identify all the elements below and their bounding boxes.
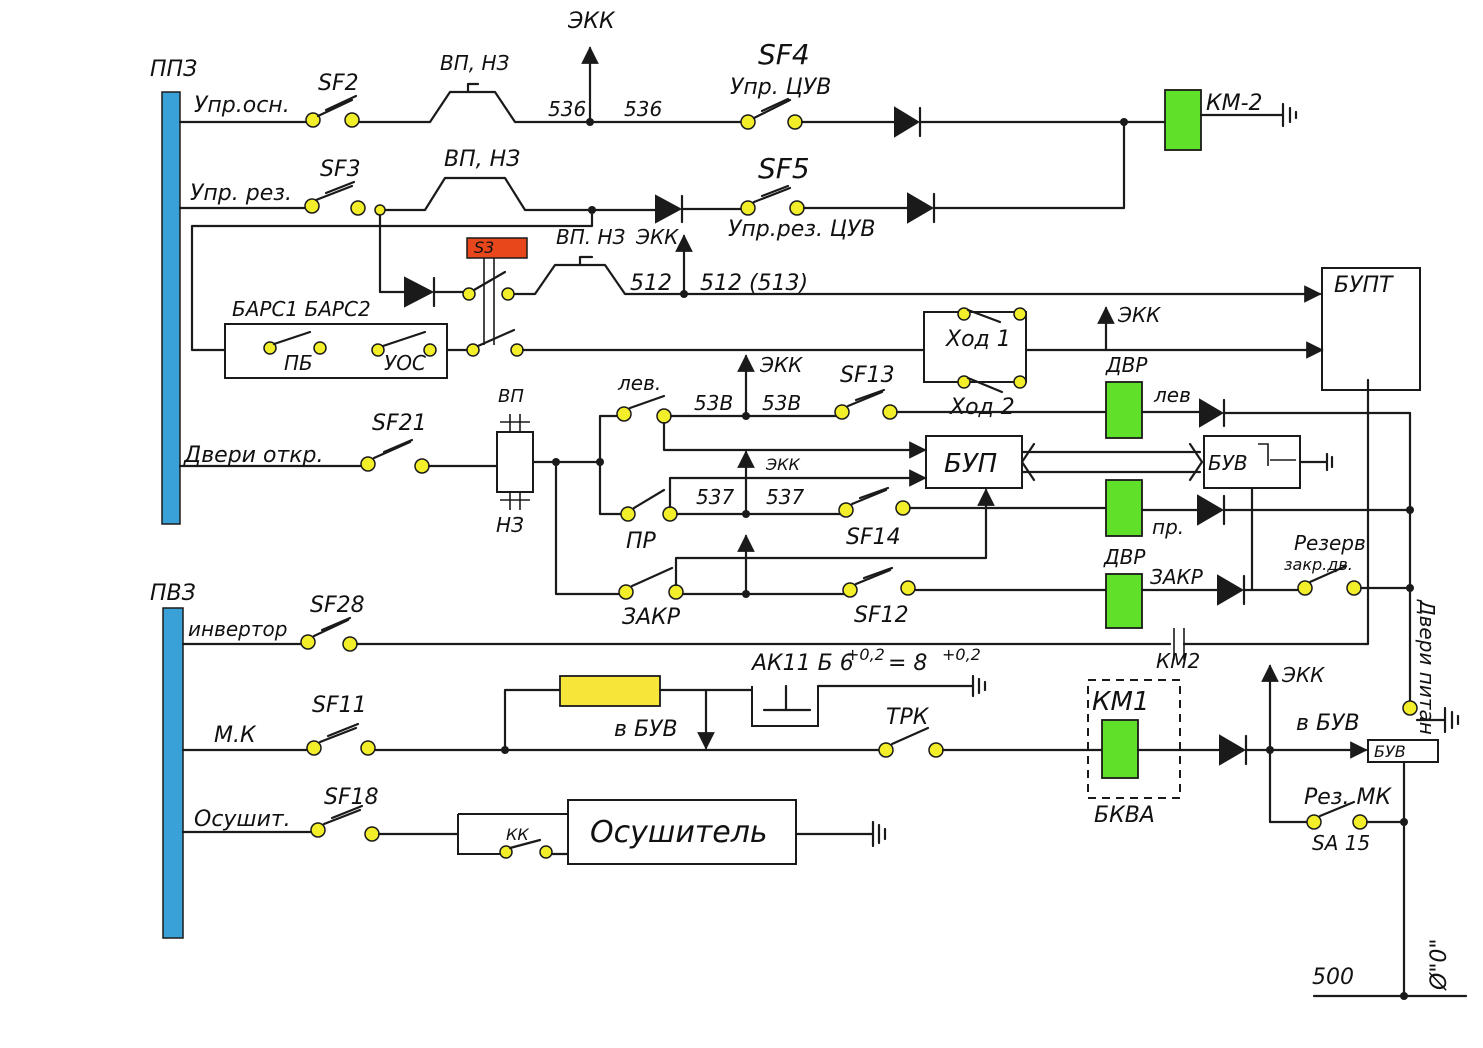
label-sf4: SF4 — [758, 38, 810, 71]
label-v-buv-2: в БУВ — [1296, 711, 1360, 736]
label-ekk-5: ЭКК — [765, 455, 801, 474]
row-osushit — [181, 799, 887, 865]
label-536b: 536 — [624, 97, 662, 121]
label-ak11: АК11 Б 6 — [750, 651, 854, 676]
label-dvr-1: ДВР — [1105, 353, 1148, 377]
label-bup: БУП — [944, 449, 997, 479]
label-512-513: 512 (513) — [700, 271, 808, 296]
label-vp-nz-3: ВП. НЗ — [556, 225, 626, 249]
label-buv-1: БУВ — [1208, 451, 1248, 475]
label-nz: НЗ — [496, 513, 524, 537]
label-pr-d: пр. — [1152, 515, 1184, 539]
label-lev-d: лев — [1153, 383, 1191, 407]
row-invertor — [181, 378, 1370, 660]
row-mk — [181, 664, 1439, 824]
label-km2: КМ-2 — [1206, 91, 1263, 116]
label-ak11-sup1: +0,2 — [846, 645, 885, 664]
label-dvr-2: ДВР — [1103, 545, 1146, 569]
label-ekk-3: ЭКК — [1117, 303, 1161, 327]
label-mk: М.К — [214, 723, 257, 748]
label-ppz: ППЗ — [150, 57, 197, 82]
row-upr-rez — [178, 120, 1126, 352]
label-uos: УОС — [384, 351, 426, 375]
label-kk: КК — [506, 825, 529, 844]
label-dveri-otkr: Двери откр. — [183, 443, 323, 468]
row-rez-mk — [1306, 800, 1468, 1000]
label-pb: ПБ — [284, 351, 313, 375]
label-zakr-d: ЗАКР — [1150, 565, 1204, 589]
label-sf14: SF14 — [846, 525, 901, 550]
label-ekk-4: ЭКК — [759, 353, 803, 377]
label-ekk-6: ЭКК — [1281, 663, 1325, 687]
label-bkva: БКВА — [1094, 803, 1155, 828]
label-53v-a: 53В — [694, 391, 733, 415]
label-upr-rez-cuv: Упр.рез. ЦУВ — [728, 217, 876, 242]
label-ak11-sup2: +0,2 — [942, 645, 981, 664]
label-sf11: SF11 — [312, 693, 367, 718]
label-hod1: Ход 1 — [945, 327, 1011, 352]
label-invertor: инвертор — [188, 617, 287, 641]
label-vp-nz-1: ВП, НЗ — [440, 51, 510, 75]
label-bars: БАРС1 БАРС2 — [232, 297, 371, 321]
label-dveri-pitan: Двери питан — [1415, 599, 1439, 735]
label-upr-osn: Упр.осн. — [194, 93, 290, 118]
label-s3: S3 — [474, 238, 494, 257]
label-v-buv-1: в БУВ — [614, 717, 678, 742]
label-537-a: 537 — [696, 485, 734, 509]
label-vp-nz-2: ВП, НЗ — [444, 147, 520, 172]
label-pr-sw: ПР — [626, 529, 657, 554]
label-buv-2: БУВ — [1374, 742, 1406, 761]
label-ekk-2: ЭКК — [635, 225, 679, 249]
s3-relay — [466, 237, 528, 259]
bupt-block — [1321, 267, 1421, 391]
label-rezerv: Резерв — [1294, 531, 1366, 555]
label-sf28: SF28 — [310, 593, 365, 618]
label-sf18: SF18 — [324, 785, 379, 810]
label-zakr-sw: ЗАКР — [622, 605, 681, 630]
label-trk: ТРК — [886, 705, 930, 730]
label-sa15: SA 15 — [1312, 831, 1370, 855]
yellow-resistor — [559, 675, 661, 707]
label-lev-sw: лев. — [617, 371, 661, 395]
label-hod2: Ход 2 — [949, 395, 1015, 420]
label-sf5: SF5 — [758, 152, 810, 185]
label-500: 500 — [1312, 965, 1354, 990]
label-512: 512 — [630, 271, 672, 296]
label-ekk-top: ЭКК — [567, 9, 616, 34]
label-536a: 536 — [548, 97, 586, 121]
label-zero: Ø"0" — [1427, 938, 1452, 991]
label-pvz: ПВЗ — [150, 581, 196, 606]
row-512 — [404, 234, 1322, 345]
row-bars — [224, 306, 1324, 394]
label-537-b: 537 — [766, 485, 804, 509]
label-sf21: SF21 — [372, 411, 427, 436]
bkva-dashed-box — [1087, 679, 1181, 799]
label-bupt: БУПТ — [1334, 273, 1394, 298]
label-rez-mk: Рез. МК — [1304, 785, 1392, 810]
row-dveri — [178, 354, 1460, 734]
ppz-bus-bar — [161, 91, 181, 525]
pvz-bus-bar — [162, 607, 184, 939]
label-km2-contact: КМ2 — [1156, 649, 1200, 673]
label-sf3: SF3 — [320, 157, 361, 182]
label-osushit: Осушит. — [194, 807, 291, 832]
label-upr-cuv: Упр. ЦУВ — [730, 75, 831, 100]
label-vp: ВП — [498, 386, 524, 407]
label-sf12: SF12 — [854, 603, 909, 628]
label-53v-b: 53В — [762, 391, 801, 415]
row-upr-osn — [178, 46, 1298, 151]
label-sf13: SF13 — [840, 363, 895, 388]
label-ak11-mid: = 8 — [888, 651, 927, 676]
label-osushitel: Осушитель — [590, 815, 768, 850]
label-km1: КМ1 — [1092, 687, 1149, 717]
label-upr-rez: Упр. рез. — [190, 181, 292, 206]
label-sf2: SF2 — [318, 71, 359, 96]
label-zakr-dv: закр.дв. — [1284, 555, 1353, 574]
